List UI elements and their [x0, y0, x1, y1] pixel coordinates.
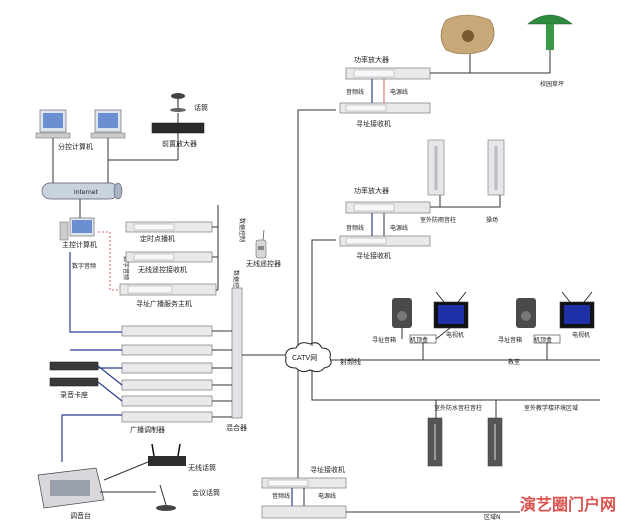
- modulator-label: 广播调制器: [130, 425, 165, 434]
- column-speaker-4: [487, 417, 503, 467]
- audio-label-1: 数字音频: [122, 256, 130, 280]
- timer-player-label: 定时点播机: [140, 234, 175, 243]
- receiver-mid-device: [339, 235, 431, 247]
- box-a-label: 机顶盒: [410, 336, 428, 344]
- power-line-bot-label: 电源线: [318, 492, 336, 500]
- receiver-top-label: 寻址接收机: [356, 119, 391, 128]
- classroom-label: 教室: [508, 358, 520, 366]
- speaker-a-label: 寻址音箱: [372, 336, 396, 344]
- combiner-label: 混合器: [226, 423, 247, 432]
- outdoor-col2-label: 室外防水音柱音柱: [434, 404, 482, 412]
- receiver-bot-label: 寻址接收机: [310, 465, 345, 474]
- console-label: 调音台: [70, 511, 91, 520]
- wireless-mic-label: 无线话筒: [188, 463, 216, 472]
- mushroom-speaker: [527, 14, 573, 50]
- box-b-label: 机顶盒: [534, 336, 552, 344]
- receiver-bot-device: [261, 477, 347, 489]
- computer-label: 分控计算机: [58, 142, 93, 151]
- data-control-label-1: 数据控制: [238, 218, 246, 242]
- receiver-top-device: [339, 102, 431, 114]
- wireless-receiver-device: [125, 251, 213, 263]
- amp-top-label: 功率放大器: [354, 55, 389, 64]
- catv-label: CATV网: [292, 354, 317, 362]
- preamp-device: [151, 122, 205, 134]
- main-computer-label: 主控计算机: [62, 240, 97, 249]
- speaker-a-icon: [392, 298, 412, 328]
- wireless-mic-receiver: [148, 443, 186, 466]
- wireless-receiver-label: 无线遥控接收机: [138, 265, 187, 274]
- campus-speaker-label: 校园草坪: [540, 80, 564, 88]
- audio-line-mid-label: 音频线: [346, 224, 364, 232]
- preamp-label: 前置放大器: [162, 139, 197, 148]
- main-computer: [59, 217, 95, 241]
- amp-top-device: [345, 67, 431, 80]
- network-pipe: [41, 182, 123, 200]
- cd-player-2: [49, 377, 99, 387]
- outdoor-area-label: 室外教学楼环境区域: [524, 404, 578, 412]
- audio-line-top-label: 音频线: [346, 88, 364, 96]
- amp-mid-label: 功率放大器: [354, 186, 389, 195]
- data-audio-label: 数字音频: [72, 262, 96, 270]
- column-speaker-3: [427, 417, 443, 467]
- operator-computer-1: [35, 109, 71, 139]
- power-line-mid-label: 电源线: [390, 224, 408, 232]
- modulator-stack: [121, 325, 213, 423]
- combiner-rack: [231, 287, 243, 419]
- broadcast-server-device: [119, 283, 217, 296]
- zone-n-label: 区域N: [484, 513, 501, 521]
- bus-line-label: 射频线: [340, 357, 361, 366]
- meeting-mic-icon: [156, 484, 176, 511]
- broadcast-server-label: 寻址广播服务主机: [136, 299, 192, 308]
- cd-player-label: 录音卡座: [60, 390, 88, 399]
- mic-label: 话筒: [194, 103, 208, 112]
- rock-speaker: [440, 14, 495, 55]
- remote-control-icon: [255, 229, 267, 259]
- building-label: 操场: [486, 216, 498, 224]
- power-line-top-label: 电源线: [390, 88, 408, 96]
- tv-a-label: 电视机: [446, 331, 464, 339]
- microphone-icon: [170, 93, 186, 112]
- speaker-b-label: 寻址音箱: [498, 336, 522, 344]
- tv-b-icon: [559, 291, 595, 329]
- network-label: Internet: [74, 189, 98, 196]
- outdoor-column-label: 室外防雨音柱: [420, 216, 456, 224]
- column-speaker-1: [427, 139, 445, 196]
- operator-computer-2: [90, 109, 126, 139]
- tv-b-label: 电视机: [572, 331, 590, 339]
- meeting-mic-label: 会议话筒: [192, 488, 220, 497]
- receiver-mid-label: 寻址接收机: [356, 251, 391, 260]
- watermark-text: 演艺圈门户网: [520, 495, 616, 514]
- data-control-label-2: 数据控制: [232, 270, 240, 294]
- column-speaker-2: [487, 139, 505, 196]
- remote-label: 无线遥控器: [246, 259, 281, 268]
- catv-cloud: [285, 342, 332, 373]
- cd-player-1: [49, 361, 99, 371]
- audio-line-bot-label: 音频线: [272, 492, 290, 500]
- amp-mid-device: [345, 201, 431, 214]
- speaker-b-icon: [516, 298, 536, 328]
- timer-player-device: [125, 221, 213, 233]
- amp-bot-device: [261, 505, 347, 519]
- tv-a-icon: [433, 291, 469, 329]
- mixing-console: [37, 467, 105, 509]
